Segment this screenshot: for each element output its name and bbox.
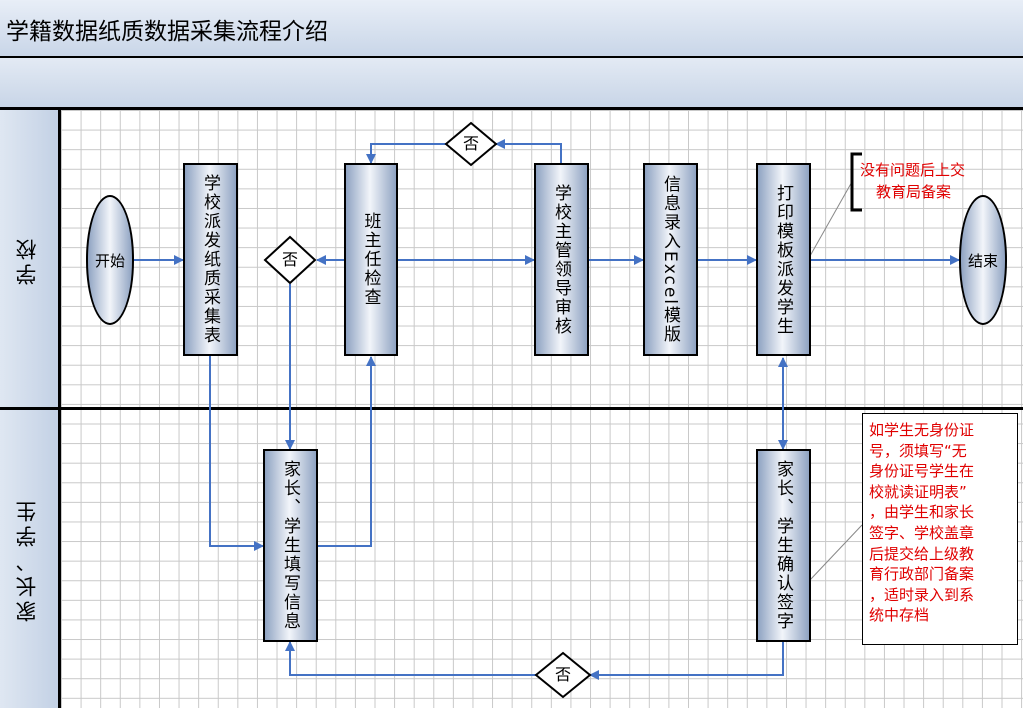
note-bottom-line: 签字、学校盖章 bbox=[869, 523, 975, 542]
note-bottom-line: 统中存档 bbox=[869, 606, 930, 625]
edge-fill-to-check bbox=[317, 356, 376, 547]
note-bottom-line: 后提交给上级教 bbox=[869, 544, 975, 563]
decision-diamond-bottom bbox=[534, 651, 592, 699]
dispatch-form-label: 学校派发纸质采集表 bbox=[200, 174, 220, 345]
teacher-check-box: 班主任检查 bbox=[344, 163, 398, 356]
header-band bbox=[0, 58, 1023, 110]
edge-confirm-to-decision-bottom bbox=[589, 641, 784, 680]
edge-review-to-decision-top bbox=[495, 139, 562, 163]
note-top-line-2: 教育局备案 bbox=[876, 183, 952, 201]
parent-fill-label: 家长、学生填写信息 bbox=[280, 460, 300, 631]
end-terminal: 结束 bbox=[959, 195, 1007, 325]
parent-fill-box: 家长、学生填写信息 bbox=[263, 449, 318, 642]
decision-diamond-1 bbox=[263, 235, 317, 285]
start-label: 开始 bbox=[94, 251, 125, 270]
edge-dispatch-to-fill bbox=[209, 356, 264, 551]
excel-entry-label: 信息录入Excel模版 bbox=[660, 174, 680, 345]
page-title: 学籍数据纸质数据采集流程介绍 bbox=[6, 19, 328, 45]
decision-1-label: 否 bbox=[281, 250, 298, 269]
decision-bottom-label: 否 bbox=[554, 665, 571, 684]
lane-divider bbox=[0, 407, 1023, 410]
leader-review-label: 学校主管领导审核 bbox=[551, 183, 571, 336]
note-top-line-1: 没有问题后上交 bbox=[860, 161, 966, 179]
edge-decision-top-to-check bbox=[366, 143, 446, 164]
print-dispatch-box: 打印模板派发学生 bbox=[756, 163, 811, 356]
note-bottom-line: ，适时录入到系 bbox=[869, 585, 975, 604]
note-bottom-box: 如学生无身份证 号，须填写“无 身份证号学生在 校就读证明表” ，由学生和家长 … bbox=[862, 413, 1018, 645]
parent-confirm-box: 家长、学生确认签字 bbox=[756, 449, 811, 642]
start-terminal: 开始 bbox=[86, 195, 134, 325]
note-bottom-line: 育行政部门备案 bbox=[869, 565, 975, 584]
note-bottom-line: 校就读证明表” bbox=[869, 482, 967, 501]
parent-confirm-label: 家长、学生确认签字 bbox=[773, 460, 793, 631]
note-bottom-line: 如学生无身份证 bbox=[869, 421, 975, 439]
note-bottom-line: 号，须填写“无 bbox=[869, 441, 967, 460]
print-dispatch-label: 打印模板派发学生 bbox=[773, 183, 793, 336]
note-bottom-line: ，由学生和家长 bbox=[869, 503, 975, 522]
excel-entry-box: 信息录入Excel模版 bbox=[643, 163, 698, 356]
note-top-bracket bbox=[850, 152, 862, 212]
dispatch-form-box: 学校派发纸质采集表 bbox=[183, 163, 238, 356]
leader-review-box: 学校主管领导审核 bbox=[534, 163, 589, 356]
teacher-check-label: 班主任检查 bbox=[360, 212, 381, 307]
decision-diamond-top bbox=[444, 121, 498, 167]
title-band: 学籍数据纸质数据采集流程介绍 bbox=[0, 0, 1023, 58]
note-bottom-line: 身份证号学生在 bbox=[869, 462, 975, 481]
edge-decision-bottom-to-fill bbox=[285, 641, 536, 676]
callout-line-top bbox=[809, 179, 854, 257]
end-label: 结束 bbox=[967, 251, 998, 270]
decision-top-label: 否 bbox=[462, 134, 479, 153]
callout-line-bottom bbox=[809, 524, 863, 581]
